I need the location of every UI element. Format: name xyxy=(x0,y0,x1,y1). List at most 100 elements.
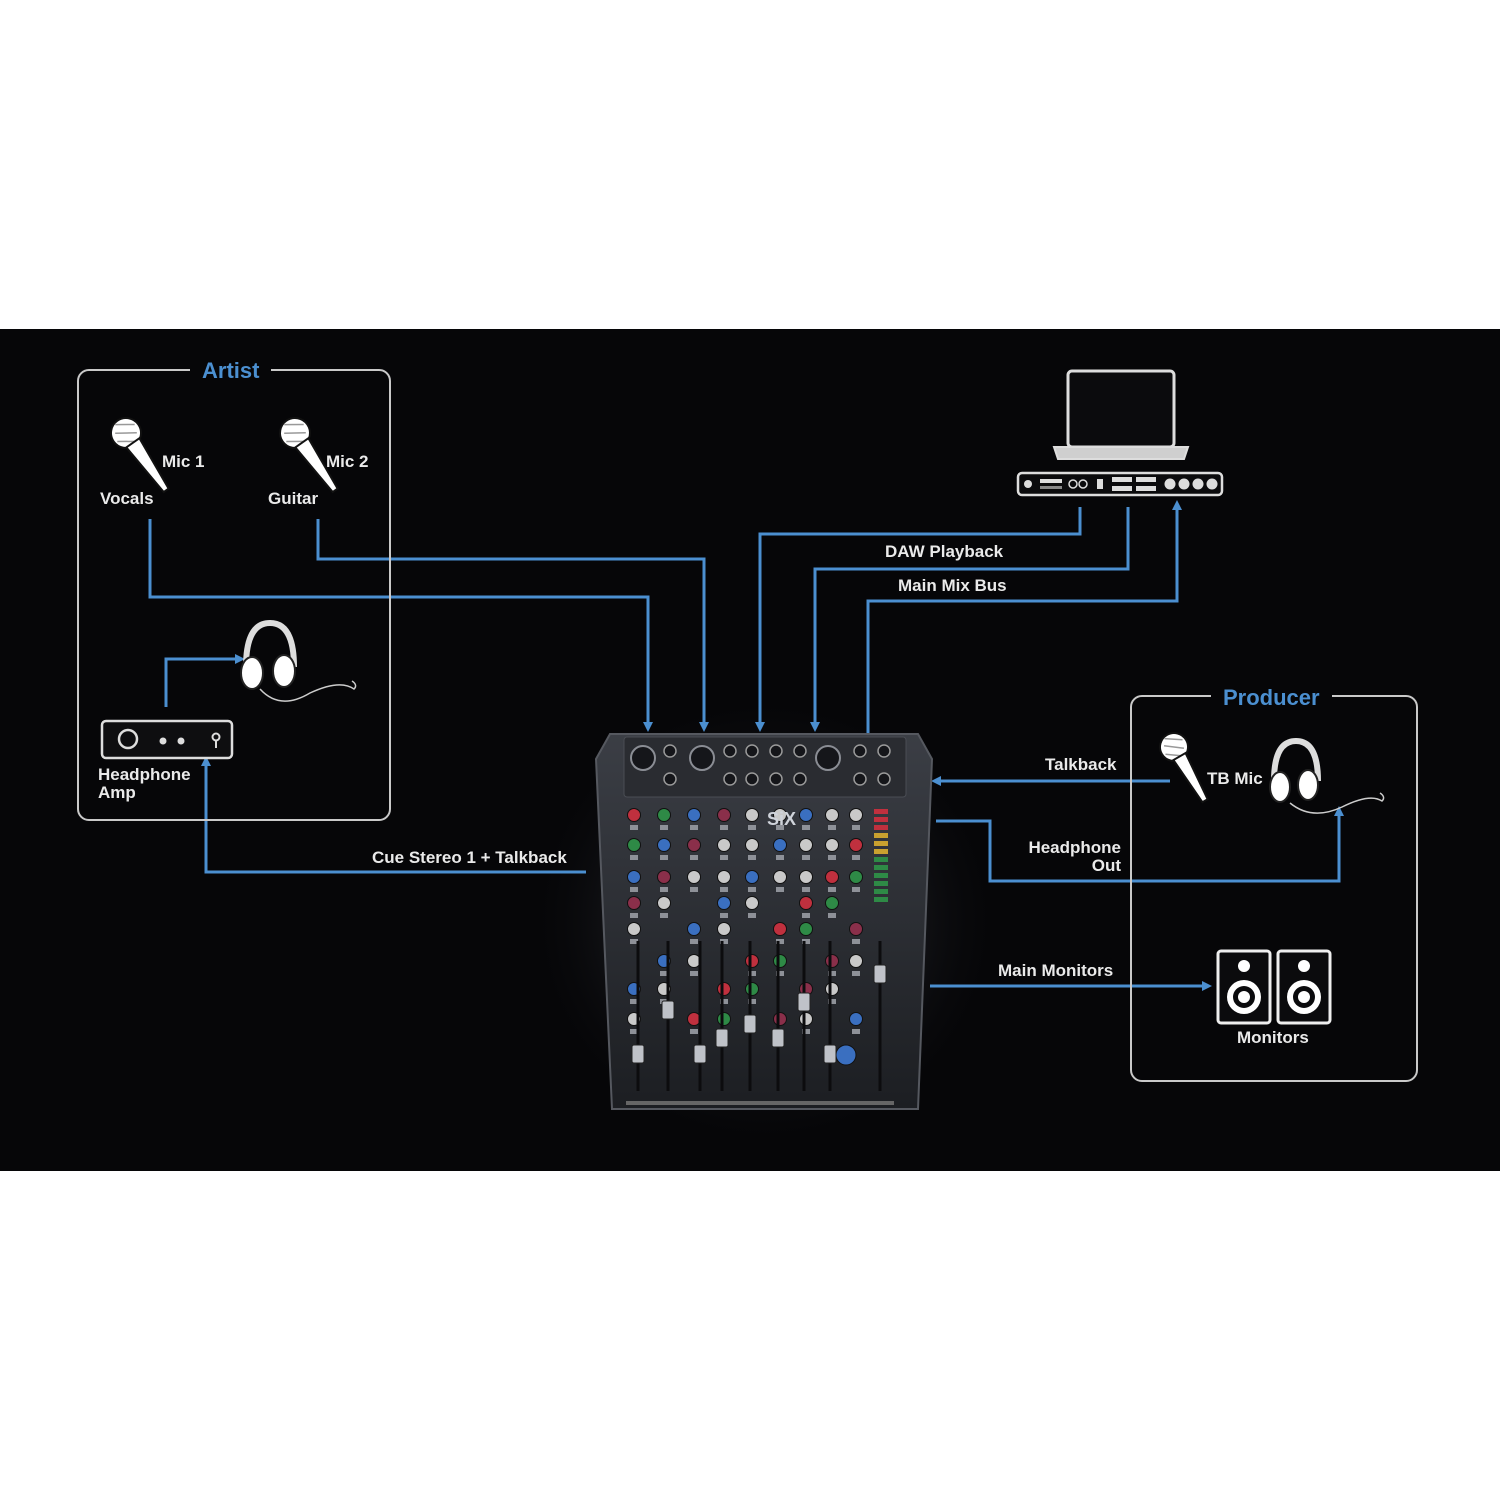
fader-track xyxy=(776,941,780,1091)
mixer-knob xyxy=(717,870,731,884)
mixer-knob xyxy=(849,870,863,884)
mic1-label: Mic 1 xyxy=(162,452,205,471)
mixer-button xyxy=(776,939,784,944)
meter-segment xyxy=(874,841,888,846)
mixer-button xyxy=(852,887,860,892)
mixer-knob xyxy=(849,808,863,822)
mixer-knob xyxy=(717,922,731,936)
mixer-button xyxy=(776,971,784,976)
trs-jack xyxy=(769,772,783,786)
tb-mic-label: TB Mic xyxy=(1207,769,1263,788)
fader-cap xyxy=(715,1028,729,1048)
daw-playback-label: DAW Playback xyxy=(885,542,1004,561)
meter-segment xyxy=(874,833,888,838)
xlr-jack xyxy=(689,745,715,771)
mixer-knob xyxy=(799,838,813,852)
fader-track xyxy=(636,941,640,1091)
mixer-knob xyxy=(627,896,641,910)
trs-jack xyxy=(853,772,867,786)
mixer-button xyxy=(720,913,728,918)
fader-cap xyxy=(693,1044,707,1064)
headphone-out-label-line1: Headphone xyxy=(1028,838,1121,857)
mixer-button xyxy=(630,855,638,860)
signal-flow-diagram: SiX Artist Mic 1 Vocals Mic 2 Guitar Hea… xyxy=(0,329,1500,1171)
headphone-amp-label-line2: Amp xyxy=(98,783,136,802)
mixer-button xyxy=(828,971,836,976)
microphone-icon xyxy=(1159,732,1209,804)
wire-daw-playback-2 xyxy=(810,507,1130,732)
fader-cap xyxy=(631,1044,645,1064)
mixer-button xyxy=(630,939,638,944)
mixer-knob xyxy=(717,838,731,852)
mixer-knob xyxy=(825,954,839,968)
mixer-logo: SiX xyxy=(767,809,796,829)
mixer-knob xyxy=(825,838,839,852)
producer-box xyxy=(1130,695,1418,1082)
monitors-label: Monitors xyxy=(1237,1028,1309,1047)
fader-cap xyxy=(771,1028,785,1048)
fader-cap xyxy=(873,964,887,984)
trs-jack xyxy=(745,772,759,786)
headphone-out-label-line2: Out xyxy=(1091,856,1121,875)
mixer-knob xyxy=(745,808,759,822)
mixer-button xyxy=(748,855,756,860)
mixer-knob xyxy=(849,922,863,936)
headphones-icon xyxy=(240,619,357,702)
audio-interface-icon xyxy=(1016,471,1224,497)
mixer-button xyxy=(690,855,698,860)
fader-cap xyxy=(661,1000,675,1020)
mic2-caption: Guitar xyxy=(268,489,319,508)
meter-segment xyxy=(874,809,888,814)
mixer-knob xyxy=(773,922,787,936)
wire-mic1-to-mixer xyxy=(148,519,653,732)
mixer-knob xyxy=(745,838,759,852)
trs-jack xyxy=(793,744,807,758)
mixer-knob xyxy=(627,808,641,822)
wire-main-mix-bus xyxy=(866,500,1182,734)
mixer-knob xyxy=(657,838,671,852)
trs-jack xyxy=(723,772,737,786)
headphones-icon xyxy=(1269,737,1385,814)
mixer-knob xyxy=(687,838,701,852)
mixer-button xyxy=(828,855,836,860)
mixer-button xyxy=(660,913,668,918)
mixer-button xyxy=(690,971,698,976)
mixer-knob xyxy=(745,896,759,910)
meter-segment xyxy=(874,889,888,894)
meter-segment xyxy=(874,873,888,878)
cue-stereo-label: Cue Stereo 1 + Talkback xyxy=(372,848,567,867)
signal-wires: SiX xyxy=(100,369,1385,1151)
mixer-button xyxy=(828,913,836,918)
mixer-knob xyxy=(745,982,759,996)
fader-track xyxy=(698,941,702,1091)
mixer-button xyxy=(720,887,728,892)
mixer-button xyxy=(660,887,668,892)
mixer-knob xyxy=(627,838,641,852)
mixer-knob xyxy=(717,808,731,822)
trs-jack xyxy=(877,744,891,758)
mixer-knob xyxy=(825,808,839,822)
mixer-button xyxy=(630,913,638,918)
mixer-button xyxy=(748,971,756,976)
producer-title: Producer xyxy=(1211,686,1332,710)
mixer-knob xyxy=(773,870,787,884)
mixer-button xyxy=(630,999,638,1004)
trs-jack xyxy=(769,744,783,758)
trs-jack xyxy=(853,744,867,758)
meter-segment xyxy=(874,897,888,902)
main-mix-bus-label: Main Mix Bus xyxy=(898,576,1007,595)
fader-track xyxy=(802,941,806,1091)
wire-mic2-to-mixer xyxy=(316,519,709,732)
mixer-button xyxy=(852,855,860,860)
trs-jack xyxy=(663,772,677,786)
mixer-button xyxy=(660,825,668,830)
talkback-label: Talkback xyxy=(1045,755,1117,774)
mixer-button xyxy=(748,913,756,918)
mixer-knob xyxy=(799,922,813,936)
mixer-knob xyxy=(627,922,641,936)
artist-box xyxy=(77,369,391,821)
wire-headphone-out xyxy=(936,806,1344,883)
mixer-knob xyxy=(849,1012,863,1026)
meter-segment xyxy=(874,857,888,862)
headphone-amp-icon xyxy=(100,719,234,760)
